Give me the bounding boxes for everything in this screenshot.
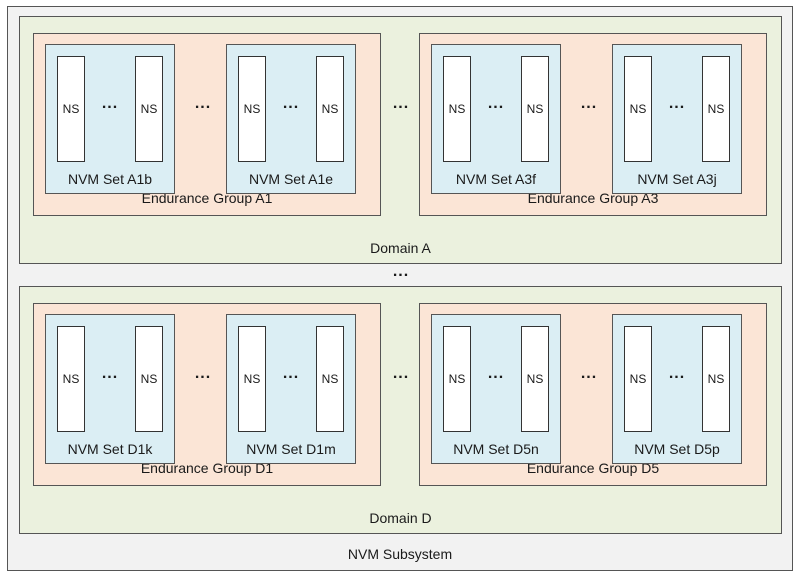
domain-label: Domain A [370,240,431,256]
endurance-group-label: Endurance Group D5 [526,460,660,476]
ns-ellipsis: ... [101,365,119,382]
ns-ellipsis: ... [668,95,686,112]
namespace-box: NS [135,56,163,162]
set-ellipsis: ... [580,365,598,382]
namespace-box: NS [624,326,652,432]
endurance-group-label: Endurance Group D1 [140,460,274,476]
set-ellipsis: ... [194,365,212,382]
ns-ellipsis: ... [668,365,686,382]
endurance-group-label: Endurance Group A1 [141,190,273,206]
nvm-set-label: NVM Set D1m [246,441,336,457]
namespace-box: NS [135,326,163,432]
domain-label: Domain D [369,510,432,526]
nvm-set-label: NVM Set A3f [455,171,537,187]
nvm-set-label: NVM Set D5n [453,441,539,457]
nvm-set-label: NVM Set A1b [67,171,153,187]
namespace-box: NS [316,56,344,162]
ns-ellipsis: ... [487,365,505,382]
namespace-box: NS [316,326,344,432]
namespace-box: NS [443,326,471,432]
namespace-box: NS [702,56,730,162]
nvm-set-label: NVM Set A3j [637,171,717,187]
namespace-box: NS [238,326,266,432]
nvm-set-label: NVM Set D1k [67,441,153,457]
ns-ellipsis: ... [487,95,505,112]
group-ellipsis: ... [392,95,410,112]
namespace-box: NS [443,56,471,162]
set-ellipsis: ... [580,95,598,112]
namespace-box: NS [238,56,266,162]
domain-ellipsis: ... [392,263,410,280]
subsystem-label: NVM Subsystem [347,546,453,562]
nvm-set-label: NVM Set A1e [248,171,334,187]
namespace-box: NS [57,326,85,432]
group-ellipsis: ... [392,365,410,382]
namespace-box: NS [624,56,652,162]
endurance-group-label: Endurance Group A3 [527,190,659,206]
ns-ellipsis: ... [282,365,300,382]
ns-ellipsis: ... [282,95,300,112]
namespace-box: NS [702,326,730,432]
ns-ellipsis: ... [101,95,119,112]
namespace-box: NS [521,326,549,432]
namespace-box: NS [521,56,549,162]
set-ellipsis: ... [194,95,212,112]
nvm-set-label: NVM Set D5p [634,441,720,457]
namespace-box: NS [57,56,85,162]
